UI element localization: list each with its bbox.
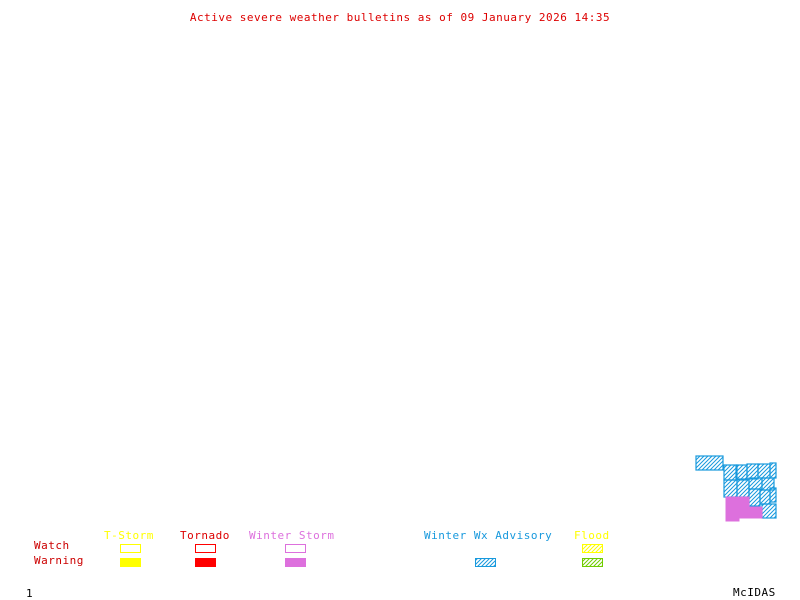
tornado-warning-swatch xyxy=(195,558,216,567)
advisory-zone xyxy=(759,489,771,505)
winter-wx-advisory-swatch xyxy=(475,558,496,567)
legend-tstorm-label: T-Storm xyxy=(104,529,154,542)
winter-storm-warning-zone xyxy=(725,496,763,522)
tornado-watch-swatch xyxy=(195,544,216,553)
flood-watch-swatch xyxy=(582,544,603,553)
advisory-zone xyxy=(695,455,724,471)
advisory-zone xyxy=(723,479,738,498)
advisory-zone xyxy=(735,464,748,481)
legend-tornado-label: Tornado xyxy=(180,529,230,542)
winter-storm-watch-swatch xyxy=(285,544,306,553)
advisory-zone xyxy=(757,463,771,479)
winter-storm-warning-swatch xyxy=(285,558,306,567)
advisory-zone xyxy=(746,463,759,480)
bulletin-title: Active severe weather bulletins as of 09… xyxy=(189,11,611,24)
legend-flood-label: Flood xyxy=(574,529,610,542)
frame-number: 1 xyxy=(26,587,34,600)
product-label: McIDAS xyxy=(733,586,776,599)
legend-row-warning: Warning xyxy=(34,554,84,567)
tstorm-watch-swatch xyxy=(120,544,141,553)
legend-winter-storm-label: Winter Storm xyxy=(249,529,335,542)
advisory-zone xyxy=(748,488,761,507)
advisory-zone xyxy=(748,477,763,490)
advisory-zone xyxy=(769,462,777,479)
advisory-zone xyxy=(761,503,777,519)
flood-warning-swatch xyxy=(582,558,603,567)
advisory-zone xyxy=(723,464,738,481)
legend-winter-wx-advisory-label: Winter Wx Advisory xyxy=(424,529,553,542)
advisory-zone xyxy=(736,478,750,498)
legend-row-watch: Watch xyxy=(34,539,70,552)
winter-wx-advisory-zones xyxy=(695,455,777,519)
advisory-zone xyxy=(769,487,777,503)
tstorm-warning-swatch xyxy=(120,558,141,567)
